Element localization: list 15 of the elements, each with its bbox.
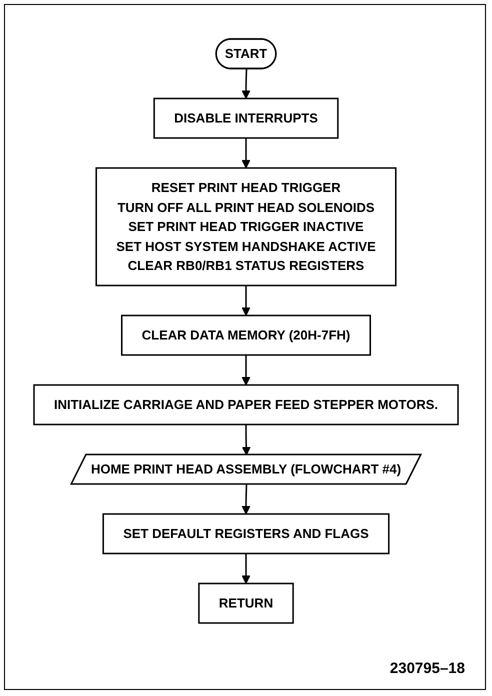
arrow bbox=[242, 355, 250, 386]
arrow bbox=[242, 68, 250, 99]
node-box: HOME PRINT HEAD ASSEMBLY (FLOWCHART #4) bbox=[70, 454, 422, 485]
node-box: INITIALIZE CARRIAGE AND PAPER FEED STEPPER MOTORS. bbox=[33, 384, 459, 426]
node-box: RESET PRINT HEAD TRIGGER TURN OFF ALL PRINT HEAD SOLENOIDS SET PRINT HEAD TRIGGER INACTIVE SET HOST SYSTEM HANDSHAKE ACTIVE CLEAR RB0/RB1 STATUS REGISTERS bbox=[95, 167, 397, 286]
node-box: DISABLE INTERRUPTS bbox=[153, 98, 339, 139]
node-box: SET DEFAULT REGISTERS AND FLAGS bbox=[102, 513, 390, 554]
node-box: RETURN bbox=[198, 582, 294, 624]
arrow bbox=[242, 424, 251, 456]
figure-number: 230795–18 bbox=[390, 660, 465, 677]
arrow bbox=[242, 554, 250, 584]
arrow bbox=[242, 286, 250, 316]
node-box: CLEAR DATA MEMORY (20H-7FH) bbox=[121, 314, 371, 356]
arrow bbox=[242, 138, 250, 168]
arrow bbox=[242, 484, 250, 514]
